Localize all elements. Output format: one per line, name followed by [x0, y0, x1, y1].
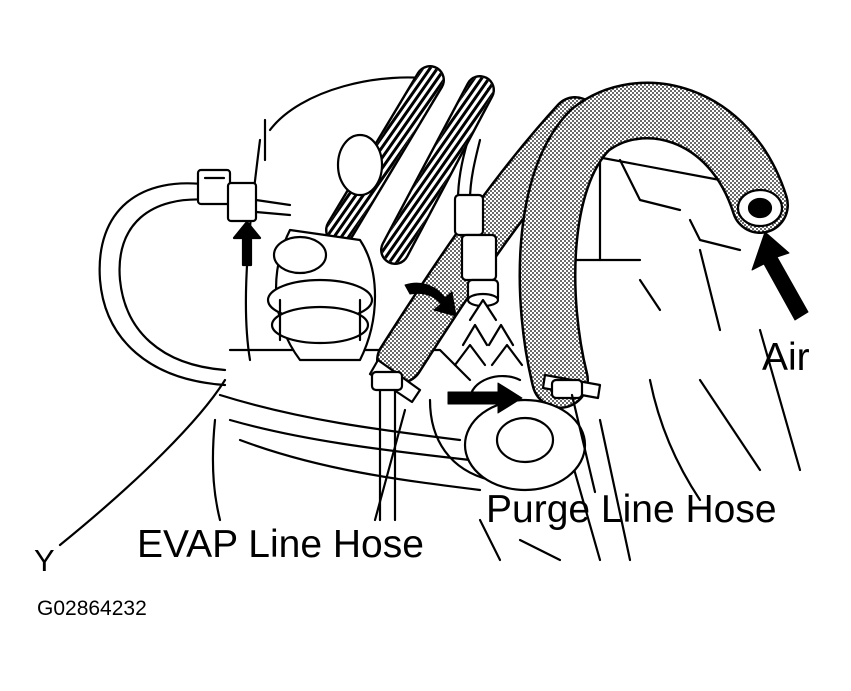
leader-line-y	[58, 378, 227, 547]
leader-line-evap	[373, 408, 407, 522]
purge-pipe-fitting	[453, 138, 500, 308]
intake-body	[266, 133, 384, 362]
purge-line-hose-label: Purge Line Hose	[486, 488, 777, 531]
leader-line-purge	[570, 393, 597, 494]
hose-clamp-evap	[368, 358, 422, 404]
connector-release-arrow	[232, 220, 262, 267]
wiring-harness	[325, 65, 495, 265]
rotate-arrow-icon	[404, 282, 457, 317]
pull-arrow-icon	[447, 382, 523, 414]
figure-code: G02864232	[37, 597, 147, 620]
air-flow-arrow-icon	[751, 231, 809, 321]
evap-line-hose-label: EVAP Line Hose	[137, 523, 424, 566]
left-curved-pipe	[98, 182, 227, 387]
air-label: Air	[762, 336, 810, 379]
electrical-connector	[196, 168, 292, 223]
body-panel-outline	[558, 148, 802, 472]
purge-line-hose	[518, 81, 789, 409]
fitting-spray-cones	[453, 298, 524, 367]
purge-hose-open-end	[736, 188, 784, 228]
y-label: Y	[34, 543, 55, 578]
hose-clamp-purge	[541, 373, 602, 400]
